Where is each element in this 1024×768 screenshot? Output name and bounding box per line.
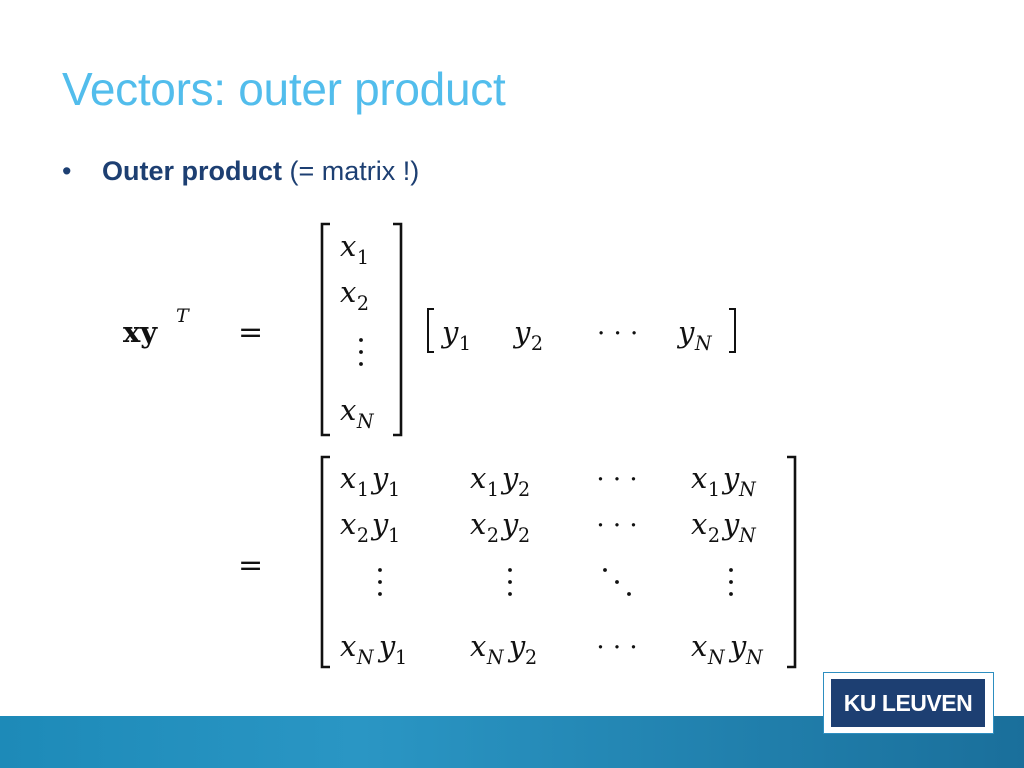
row-vector-cdots: · · ·	[597, 319, 638, 349]
matrix-cell-r3-c4-vdots	[729, 568, 733, 596]
column-vector-entry-1-sub: 1	[357, 246, 369, 269]
matrix-cell-r1-c2-y-sub: 2	[518, 478, 530, 501]
matrix-cell-r2-c4-x-sub: 2	[708, 524, 720, 547]
bullet-rest-text: (= matrix !)	[282, 156, 420, 186]
logo-text: KU LEUVEN	[831, 679, 985, 727]
matrix-cell-r2-c2-x: x	[470, 507, 486, 541]
lhs-xy: xy	[123, 315, 158, 349]
matrix-cell-r1-c1-x: x	[340, 461, 356, 495]
matrix-cell-r1-c2-x-sub: 1	[487, 478, 499, 501]
bullet-marker: •	[62, 156, 72, 186]
matrix-cell-r2-c4-y-sub: N	[738, 524, 757, 547]
row-vector-right-bracket	[729, 308, 736, 353]
matrix-cell-r3-c1-vdots	[378, 568, 382, 596]
column-vector-left-bracket	[320, 222, 330, 437]
matrix-cell-r1-c4-x-sub: 1	[708, 478, 720, 501]
matrix-cell-r2-c2-x-sub: 2	[487, 524, 499, 547]
matrix-cell-r4-c2-y: y	[507, 629, 526, 663]
matrix-cell-r1-c1-x-sub: 1	[357, 478, 369, 501]
matrix-cell-r3-c3-ddots	[603, 568, 631, 596]
matrix-cell-r4-c2-y-sub: 2	[525, 646, 537, 669]
matrix-cell-r1-c4-y: y	[721, 461, 740, 495]
matrix-cell-r4-c1-x: x	[340, 629, 356, 663]
matrix-cell-r2-c3-cdots: · · ·	[596, 511, 637, 541]
column-vector-entry-1-base: x	[340, 229, 356, 263]
matrix-cell-r1-c1-y: y	[370, 461, 389, 495]
bullet-item: • Outer product (= matrix !)	[62, 156, 419, 187]
row-vector-entry-2-base: y	[512, 315, 531, 349]
matrix-cell-r3-c2-vdots	[508, 568, 512, 596]
matrix-cell-r4-c1-y-sub: 1	[395, 646, 407, 669]
matrix-cell-r1-c3-cdots: · · ·	[596, 465, 637, 495]
matrix-cell-r1-c2-y: y	[500, 461, 519, 495]
matrix-cell-r4-c1-x-sub: N	[356, 646, 375, 669]
matrix-cell-r1-c2-x: x	[470, 461, 486, 495]
row-vector-entry-1-base: y	[440, 315, 459, 349]
matrix-cell-r2-c1-y: y	[370, 507, 389, 541]
row-vector-left-bracket	[427, 308, 434, 353]
matrix-cell-r2-c4-x: x	[691, 507, 707, 541]
column-vector-entry-4-base: x	[340, 393, 356, 427]
matrix-cell-r4-c4-y: y	[728, 629, 747, 663]
ku-leuven-logo: KU LEUVEN	[823, 672, 994, 734]
matrix-cell-r4-c4-y-sub: N	[745, 646, 764, 669]
row-vector-entry-4-base: y	[676, 315, 695, 349]
matrix-cell-r4-c1-y: y	[377, 629, 396, 663]
row-vector-entry-1-sub: 1	[459, 332, 471, 355]
equals-sign-2: =	[238, 548, 263, 583]
column-vector-entry-4-sub: N	[356, 410, 375, 433]
matrix-cell-r4-c3-cdots: · · ·	[596, 633, 637, 663]
matrix-left-bracket	[320, 455, 330, 669]
column-vector-vdots	[359, 338, 363, 366]
row-vector-entry-2-sub: 2	[531, 332, 543, 355]
matrix-cell-r2-c2-y: y	[500, 507, 519, 541]
matrix-cell-r1-c4-y-sub: N	[738, 478, 757, 501]
matrix-cell-r4-c4-x: x	[691, 629, 707, 663]
column-vector-entry-2-sub: 2	[357, 292, 369, 315]
matrix-cell-r4-c2-x-sub: N	[486, 646, 505, 669]
matrix-right-bracket	[787, 455, 797, 669]
row-vector-entry-4-sub: N	[694, 332, 713, 355]
equals-sign-1: =	[238, 315, 263, 350]
matrix-cell-r4-c2-x: x	[470, 629, 486, 663]
slide-title: Vectors: outer product	[62, 63, 506, 115]
matrix-cell-r2-c1-y-sub: 1	[388, 524, 400, 547]
matrix-cell-r2-c4-y: y	[721, 507, 740, 541]
bullet-bold-text: Outer product	[102, 156, 282, 186]
matrix-cell-r2-c1-x-sub: 2	[357, 524, 369, 547]
column-vector-right-bracket	[393, 222, 403, 437]
matrix-cell-r2-c1-x: x	[340, 507, 356, 541]
column-vector-entry-2-base: x	[340, 275, 356, 309]
matrix-cell-r1-c1-y-sub: 1	[388, 478, 400, 501]
matrix-cell-r2-c2-y-sub: 2	[518, 524, 530, 547]
lhs-superscript-t: T	[176, 305, 190, 327]
matrix-cell-r4-c4-x-sub: N	[707, 646, 726, 669]
matrix-cell-r1-c4-x: x	[691, 461, 707, 495]
